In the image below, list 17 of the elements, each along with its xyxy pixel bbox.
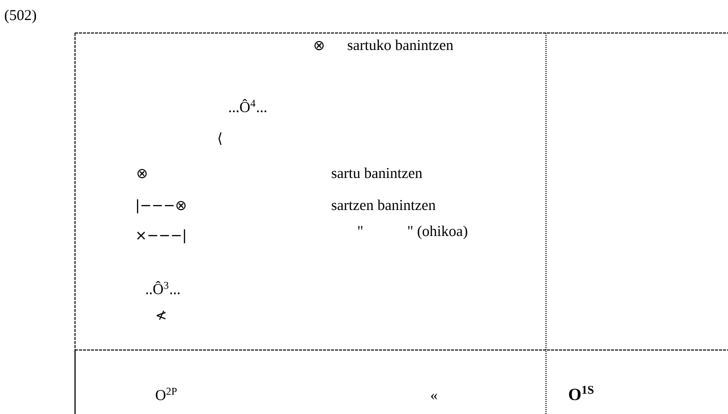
symbol: ⟨ [218, 132, 222, 145]
symbol: ≮ [156, 310, 166, 320]
symbol: ⊗ [314, 41, 324, 50]
gloss-text: sartuko banintzen [348, 40, 454, 50]
symbol: « [431, 394, 438, 400]
tree-branch-line: |−−−⊗ [136, 199, 186, 214]
gloss-text: sartzen banintzen [332, 200, 436, 210]
symbol: ⊗ [138, 168, 147, 178]
tree-branch-line: ×−−−| [137, 229, 186, 244]
gloss-text: " (ohikoa) [408, 226, 468, 240]
category-label: O$^{1S}$ [569, 386, 594, 400]
example-number: (502) [4, 10, 36, 24]
gloss-text: sartu banintzen [332, 168, 422, 178]
tree-node-label: ..Ô$^{3}$... [146, 281, 180, 294]
category-label: O$^{2P}$ [156, 388, 177, 400]
ditto-mark: " [358, 226, 362, 230]
tree-node-label: ...Ô$^{4}$... [229, 99, 266, 112]
